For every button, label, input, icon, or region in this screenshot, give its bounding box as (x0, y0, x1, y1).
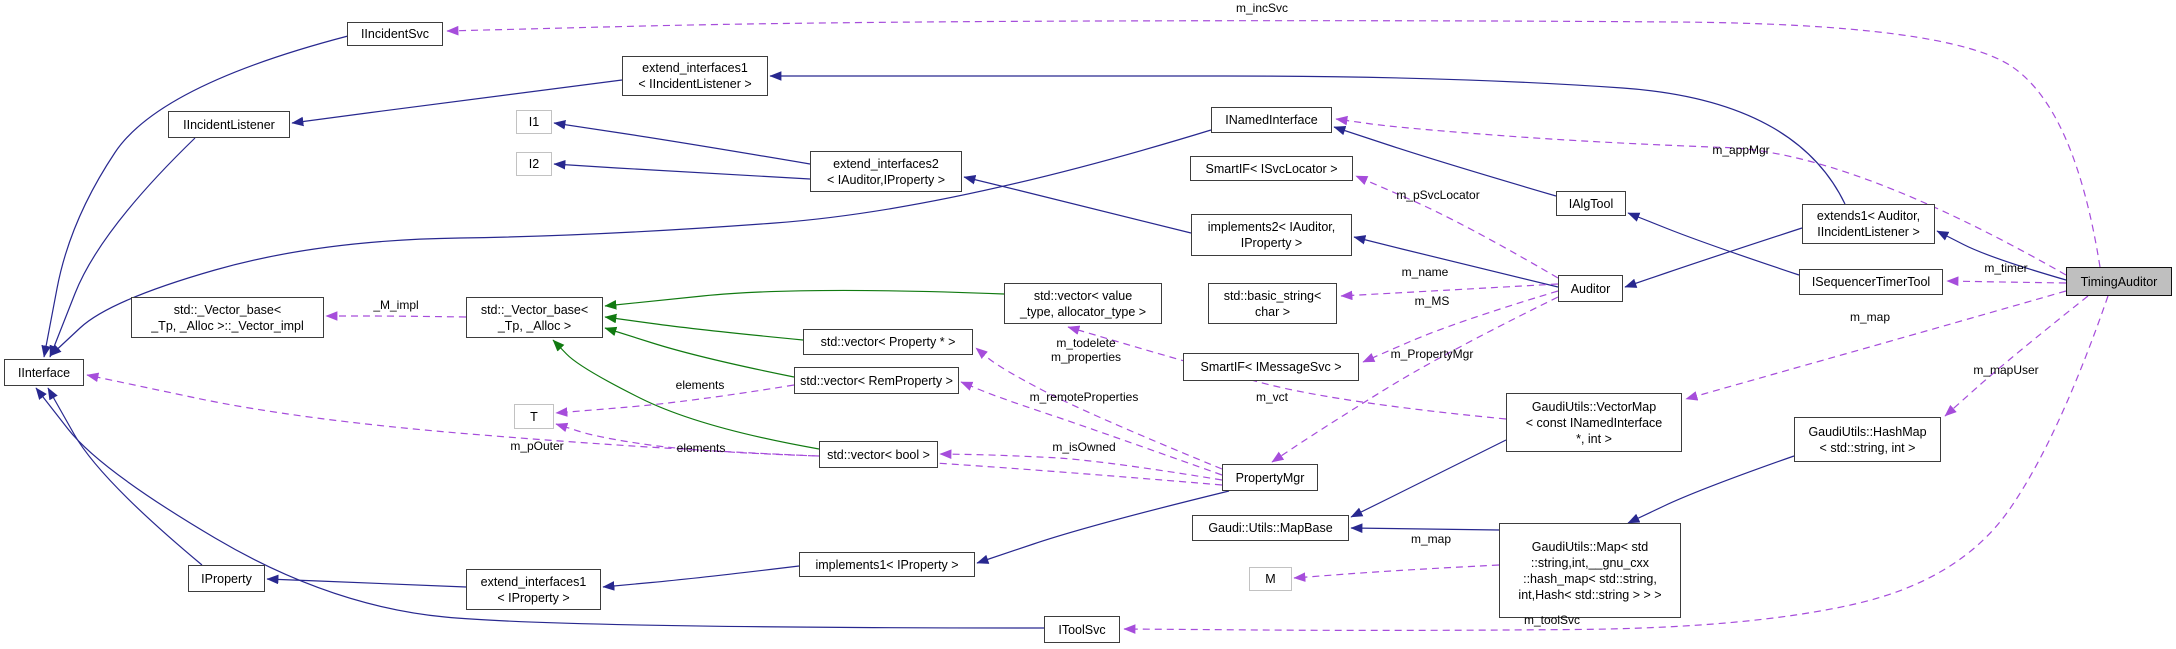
edge-label-m_MS: m_MS (1414, 294, 1450, 309)
edge-label-m_PropertyMgr: m_PropertyMgr (1390, 347, 1474, 362)
edge-inamedinterface-to-iinterface (49, 129, 1212, 357)
edge-timingauditor-to-vectormap (1685, 290, 2067, 401)
node-iproperty[interactable]: IProperty (188, 565, 265, 592)
edge-vectormap-to-vector-valuetype (1067, 325, 1507, 420)
node-mapbase[interactable]: Gaudi::Utils::MapBase (1192, 515, 1349, 541)
node-vectormap[interactable]: GaudiUtils::VectorMap < const INamedInte… (1506, 393, 1682, 452)
edge-propertymgr-to-iinterface (86, 372, 1223, 486)
node-inamedinterface[interactable]: INamedInterface (1211, 107, 1332, 133)
edge-label-m_isOwned: m_isOwned (1052, 440, 1116, 455)
edge-propertymgr-to-vector-bool (939, 449, 1223, 481)
node-iincidentlistener[interactable]: IIncidentListener (168, 111, 290, 138)
edge-implements2-to-extif2-iauditor-iproperty (963, 175, 1192, 234)
node-m: M (1249, 567, 1292, 591)
edge-label-m_pSvcLocator: m_pSvcLocator (1396, 188, 1480, 203)
node-timingauditor: TimingAuditor (2066, 267, 2172, 296)
edge-isequencertimertool-to-ialgtool (1627, 212, 1800, 276)
edge-timingauditor-to-inamedinterface (1335, 115, 2067, 276)
node-vector-valuetype[interactable]: std::vector< value _type, allocator_type… (1004, 283, 1162, 324)
edge-label-m_todelete: m_todelete m_properties (1050, 336, 1122, 364)
edge-auditor-to-implements2 (1353, 235, 1559, 288)
edge-propertymgr-to-vector-property (975, 347, 1223, 470)
edge-auditor-to-propertymgr (1271, 296, 1559, 463)
edge-label-m_name: m_name (1401, 265, 1449, 280)
node-vector-bool[interactable]: std::vector< bool > (819, 441, 938, 468)
edge-label-m_incSvc: m_incSvc (1235, 1, 1289, 16)
edge-label-elements: elements (675, 378, 725, 393)
edge-extif1-incidentlistener-to-iincidentlistener (291, 79, 623, 127)
node-auditor[interactable]: Auditor (1558, 275, 1623, 302)
edge-label-m_vct: m_vct (1255, 390, 1289, 405)
edge-vector-remproperty-to-t (555, 384, 795, 417)
node-itoolsvc[interactable]: IToolSvc (1044, 616, 1120, 643)
node-extif2-iauditor-iproperty[interactable]: extend_interfaces2 < IAuditor,IProperty … (810, 151, 962, 192)
edge-auditor-to-smartif-isvclocator (1355, 175, 1559, 279)
edge-vector-base-to-vector-base-impl (325, 311, 467, 321)
edge-extends1-to-auditor (1624, 227, 1803, 288)
edge-label-m_mapUser: m_mapUser (1973, 363, 2039, 378)
edge-vectormap-to-mapbase (1350, 439, 1507, 518)
edge-label-m_pOuter: m_pOuter (510, 439, 564, 454)
edge-iincidentsvc-to-iinterface (41, 35, 349, 358)
node-extends1[interactable]: extends1< Auditor, IIncidentListener > (1802, 204, 1935, 244)
edge-propertymgr-to-vector-remproperty (960, 381, 1223, 476)
node-propertymgr[interactable]: PropertyMgr (1222, 464, 1318, 491)
node-smartif-isvclocator[interactable]: SmartIF< ISvcLocator > (1190, 156, 1353, 181)
node-vector-property[interactable]: std::vector< Property * > (803, 329, 973, 355)
edge-vector-remproperty-to-vector-base (604, 326, 795, 378)
edge-extif1-iproperty-to-iproperty (266, 574, 467, 588)
edge-gaudimap-to-mapbase (1350, 523, 1500, 533)
edge-auditor-to-smartif-imessagesvc (1362, 290, 1559, 363)
node-extif1-incidentlistener[interactable]: extend_interfaces1 < IIncidentListener > (622, 56, 768, 96)
node-implements2[interactable]: implements2< IAuditor, IProperty > (1191, 214, 1352, 256)
edge-vector-bool-to-t (555, 422, 820, 457)
edge-vector-property-to-vector-base (604, 313, 804, 341)
node-ialgtool[interactable]: IAlgTool (1556, 191, 1626, 216)
edge-itoolsvc-to-iinterface (35, 387, 1045, 629)
node-extif1-iproperty[interactable]: extend_interfaces1 < IProperty > (466, 569, 601, 610)
node-iinterface[interactable]: IInterface (4, 359, 84, 386)
edge-ialgtool-to-inamedinterface (1333, 126, 1557, 197)
node-isequencertimertool[interactable]: ISequencerTimerTool (1799, 269, 1943, 295)
edge-label-elements: elements (676, 441, 726, 456)
edge-label-m_map: m_map (1410, 532, 1452, 547)
node-vector-base-impl[interactable]: std::_Vector_base< _Tp, _Alloc >::_Vecto… (131, 297, 324, 338)
node-i1: I1 (516, 110, 552, 134)
edge-label-m_appMgr: m_appMgr (1712, 143, 1770, 158)
edge-iincidentlistener-to-iinterface (49, 137, 196, 358)
edge-label-m_timer: m_timer (1984, 261, 2028, 276)
edge-propertymgr-to-implements1 (976, 490, 1230, 564)
edge-timingauditor-to-hashmap (1944, 295, 2089, 417)
edge-hashmap-to-gaudimap (1627, 455, 1795, 524)
edge-gaudimap-to-m (1293, 564, 1500, 582)
edge-vector-valuetype-to-vector-base (604, 289, 1005, 310)
edge-iproperty-to-iinterface (47, 387, 203, 566)
node-implements1[interactable]: implements1< IProperty > (799, 552, 975, 577)
node-smartif-imessagesvc[interactable]: SmartIF< IMessageSvc > (1183, 353, 1359, 381)
node-vector-base[interactable]: std::_Vector_base< _Tp, _Alloc > (466, 297, 603, 338)
edge-timingauditor-to-extends1 (1936, 230, 2067, 281)
edge-timingauditor-to-itoolsvc (1123, 295, 2109, 634)
node-gaudimap[interactable]: GaudiUtils::Map< std ::string,int,__gnu_… (1499, 523, 1681, 618)
node-hashmap[interactable]: GaudiUtils::HashMap < std::string, int > (1794, 417, 1941, 462)
edge-extif2-iauditor-iproperty-to-i2 (553, 159, 811, 180)
edge-extends1-to-extif1-incidentlistener (769, 71, 1846, 205)
edge-auditor-to-basic-string (1340, 283, 1559, 301)
node-iincidentsvc[interactable]: IIncidentSvc (347, 22, 443, 46)
edge-vector-bool-to-vector-base (552, 339, 820, 450)
edge-label-m_remoteProperties: m_remoteProperties (1029, 390, 1139, 405)
edge-label-m_toolSvc: m_toolSvc (1523, 613, 1581, 628)
edge-extif2-iauditor-iproperty-to-i1 (553, 119, 811, 165)
edge-label-_M_impl: _M_impl (373, 298, 419, 313)
node-vector-remproperty[interactable]: std::vector< RemProperty > (794, 367, 959, 394)
edge-timingauditor-to-isequencertimertool (1946, 276, 2067, 287)
node-t: T (514, 404, 554, 429)
node-basic-string[interactable]: std::basic_string< char > (1208, 283, 1337, 324)
node-i2: I2 (516, 152, 552, 176)
edge-implements1-to-extif1-iproperty (602, 565, 800, 591)
edge-label-m_map: m_map (1849, 310, 1891, 325)
